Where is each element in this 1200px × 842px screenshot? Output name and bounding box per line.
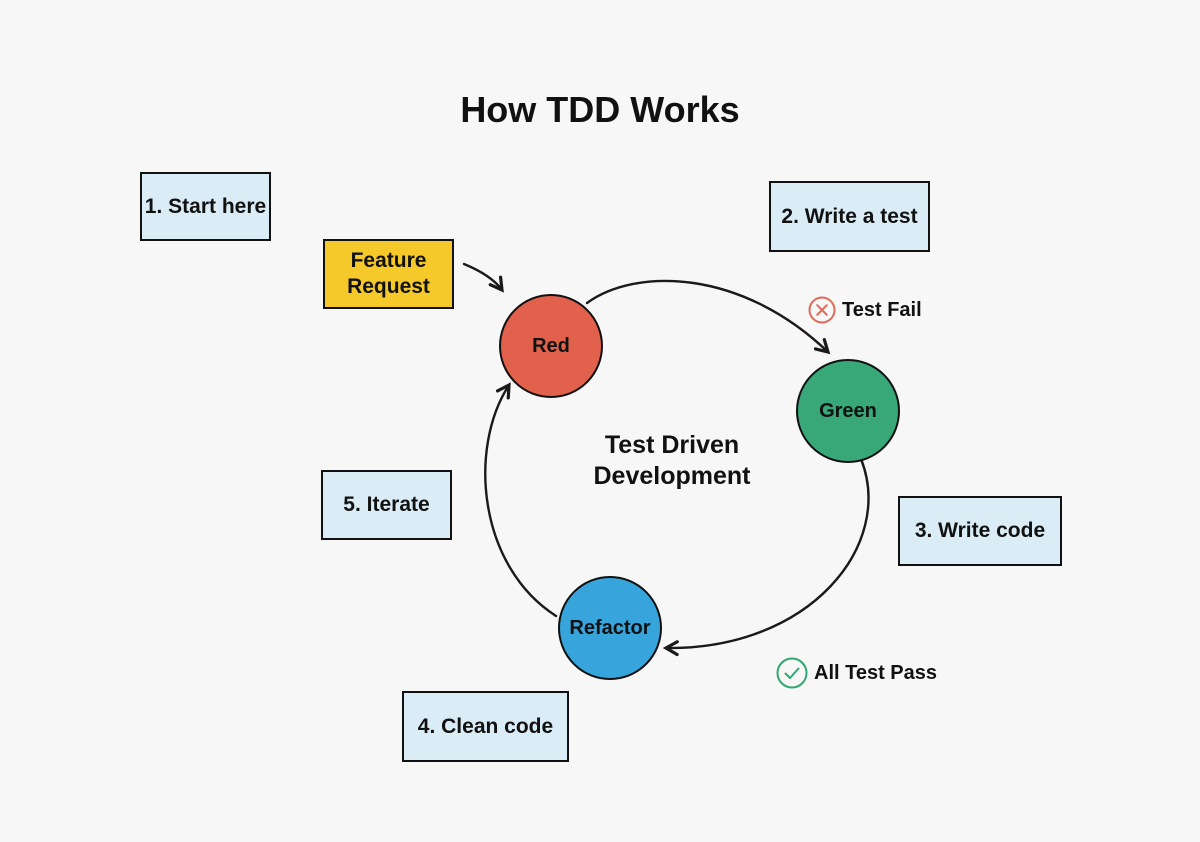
arrow-feature-to-red — [462, 262, 504, 293]
note-label: Feature Request — [347, 249, 430, 298]
status-all-test-pass: All Test Pass — [776, 657, 937, 689]
status-test-fail: Test Fail — [808, 296, 922, 324]
node-refactor: Refactor — [558, 576, 662, 680]
note-start-here: 1. Start here — [140, 172, 271, 241]
note-feature-request: Feature Request — [323, 239, 454, 309]
check-circle-icon — [776, 657, 808, 689]
x-circle-icon — [808, 296, 836, 324]
note-label: 5. Iterate — [343, 493, 430, 516]
note-label: 4. Clean code — [417, 714, 554, 738]
note-label: 1. Start here — [144, 194, 267, 218]
note-iterate: 5. Iterate — [321, 470, 452, 540]
node-red: Red — [499, 294, 603, 398]
arrow-green-to-refactor — [662, 457, 870, 657]
page-title: How TDD Works — [460, 89, 740, 130]
status-label: Test Fail — [842, 298, 922, 321]
diagram-center-caption: Test Driven Development — [593, 431, 751, 490]
node-green: Green — [796, 359, 900, 463]
status-label: All Test Pass — [814, 661, 938, 684]
note-label: 3. Write code — [914, 519, 1046, 542]
node-label: Green — [819, 399, 877, 422]
note-write-code: 3. Write code — [898, 496, 1062, 566]
note-label: 2. Write a test — [781, 204, 918, 228]
note-clean-code: 4. Clean code — [402, 691, 569, 762]
node-label: Red — [532, 334, 570, 357]
node-label: Refactor — [569, 616, 651, 639]
note-write-a-test: 2. Write a test — [769, 181, 930, 252]
arrow-refactor-to-red — [484, 382, 558, 618]
arrow-red-to-green — [585, 279, 831, 355]
